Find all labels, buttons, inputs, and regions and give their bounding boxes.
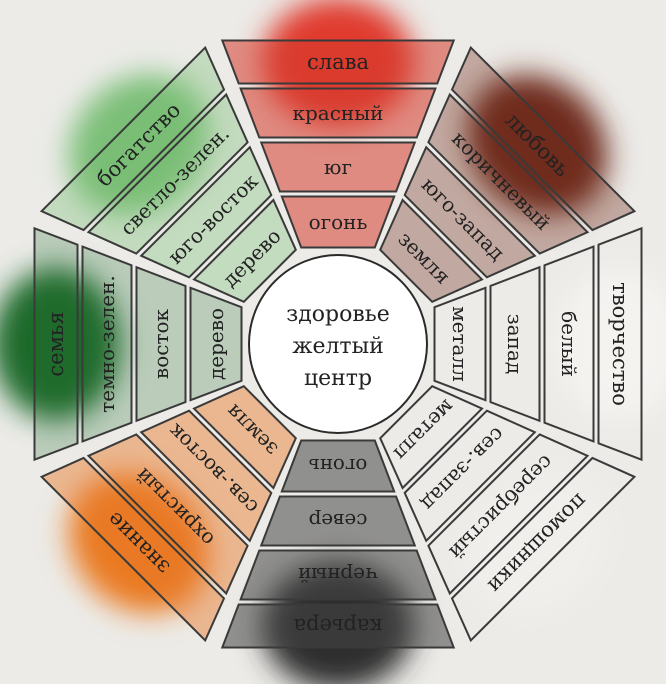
band-northwest-ring-3	[427, 433, 590, 596]
band-southwest-ring-4	[450, 45, 637, 232]
band-east-ring-1	[189, 286, 243, 402]
label-east-ring-3: темно-зелен.	[95, 275, 119, 413]
blob-west	[556, 268, 666, 420]
band-southeast-ring-3	[86, 92, 249, 255]
center-label-line-3: центр	[304, 366, 372, 391]
blob-east	[0, 268, 120, 420]
label-west-ring-4: творчество	[608, 282, 632, 406]
band-north-ring-3	[239, 549, 437, 601]
band-northwest-ring-4	[450, 456, 637, 643]
octagon-bands-layer	[33, 39, 643, 649]
label-west-ring-3: белый	[557, 311, 581, 377]
band-west-ring-3	[543, 245, 595, 443]
band-west-ring-2	[489, 265, 541, 423]
label-west-ring-2: запад	[503, 314, 527, 374]
label-north-ring-1: огонь	[309, 454, 368, 478]
label-east-ring-1: дерево	[204, 308, 228, 380]
band-north-ring-1	[280, 439, 396, 493]
blob-northwest	[467, 473, 608, 614]
band-southeast-ring-1	[192, 198, 297, 303]
blob-southeast	[68, 74, 209, 215]
label-east-ring-2: восток	[149, 308, 173, 379]
band-northwest-ring-2	[403, 409, 537, 543]
band-southeast-ring-4	[39, 45, 226, 232]
band-west-ring-4	[597, 226, 643, 462]
band-north-ring-2	[259, 495, 417, 547]
band-northeast-ring-1	[192, 385, 297, 490]
center-circle: здоровье желтый центр	[248, 254, 428, 434]
band-southwest-ring-3	[427, 92, 590, 255]
label-south-ring-1: огонь	[309, 210, 368, 234]
label-north-ring-4: карьера	[294, 614, 383, 638]
band-southwest-ring-1	[379, 198, 484, 303]
band-north-ring-4	[220, 603, 456, 649]
label-south-ring-4: слава	[307, 50, 369, 74]
center-circle-shape	[248, 254, 428, 434]
band-east-ring-2	[135, 265, 187, 423]
band-south-ring-3	[239, 87, 437, 139]
center-label-line-1: здоровье	[286, 302, 390, 327]
band-west-ring-1	[433, 286, 487, 402]
band-southwest-ring-2	[403, 145, 537, 279]
band-south-ring-4	[220, 39, 456, 85]
band-southeast-ring-2	[139, 145, 273, 279]
band-south-ring-2	[259, 141, 417, 193]
band-northeast-ring-4	[39, 456, 226, 643]
center-label-line-2: желтый	[292, 334, 384, 359]
band-northwest-ring-1	[379, 385, 484, 490]
band-east-ring-4	[33, 226, 79, 462]
blob-southwest	[467, 74, 608, 215]
label-west-ring-1: металл	[448, 306, 472, 382]
label-east-ring-4: семья	[44, 311, 68, 376]
label-south-ring-3: красный	[292, 101, 383, 125]
blob-northeast	[68, 473, 209, 614]
band-south-ring-1	[280, 195, 396, 249]
band-northeast-ring-3	[86, 433, 249, 596]
band-northeast-ring-2	[139, 409, 273, 543]
label-north-ring-2: север	[309, 509, 368, 533]
band-east-ring-3	[81, 245, 133, 443]
label-south-ring-2: юг	[324, 155, 352, 179]
label-north-ring-3: черный	[298, 563, 378, 587]
